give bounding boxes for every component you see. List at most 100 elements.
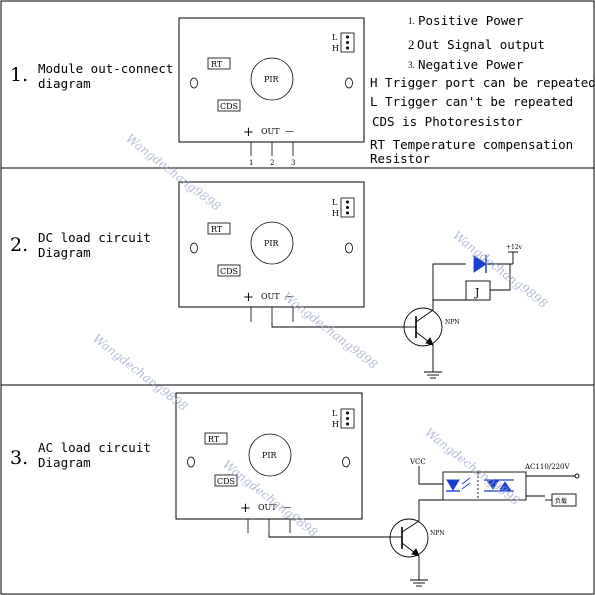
jumper-pin bbox=[346, 417, 349, 420]
pin-out-label: OUT bbox=[258, 503, 277, 512]
supply-label: +12v bbox=[506, 244, 523, 251]
collector-wire bbox=[432, 299, 478, 310]
jumper-block bbox=[340, 408, 355, 429]
vcc-wire bbox=[418, 466, 443, 485]
jumper-pin bbox=[346, 422, 349, 426]
transistor-collector bbox=[401, 520, 420, 533]
section-3-number: 3. bbox=[10, 447, 28, 469]
section-1-title-line2: diagram bbox=[38, 76, 91, 91]
pin-plus-label: + bbox=[243, 290, 254, 305]
base-wire bbox=[268, 533, 393, 538]
jumper-pin bbox=[346, 211, 349, 215]
jumper-pin bbox=[346, 411, 349, 415]
mount-hole-left bbox=[187, 456, 195, 468]
section-1-number: 1. bbox=[10, 64, 28, 86]
jumper-pin bbox=[346, 200, 349, 204]
jumper-pin bbox=[346, 35, 349, 39]
legend-rt-line1: RT Temperature compensation bbox=[370, 137, 573, 152]
pir-label: PIR bbox=[262, 451, 278, 460]
ac-terminal bbox=[574, 473, 580, 479]
module-outline bbox=[178, 17, 365, 143]
section-1: 1. Module out-connect diagram RT CDS PIR… bbox=[10, 13, 595, 167]
cds-label: CDS bbox=[217, 477, 235, 486]
watermark: Wangdechang9898 bbox=[280, 289, 380, 372]
pin-minus-label: — bbox=[285, 127, 294, 137]
legend-2-number: 2 bbox=[408, 37, 415, 52]
legend-l-trigger: L Trigger can't be repeated bbox=[370, 94, 573, 109]
jumper-pin bbox=[346, 46, 349, 50]
pir-sensor bbox=[250, 221, 294, 265]
relay-coil bbox=[465, 280, 491, 301]
emitter-arrow bbox=[425, 337, 434, 346]
flyback-diode bbox=[473, 255, 487, 273]
jumper-pin bbox=[346, 206, 349, 209]
section-2-title-line1: DC load circuit bbox=[38, 230, 151, 245]
rt-label: RT bbox=[211, 225, 223, 234]
emitter-arrow bbox=[411, 548, 420, 557]
pir-sensor bbox=[248, 433, 292, 477]
cds-label: CDS bbox=[220, 102, 238, 111]
npn-transistor bbox=[389, 518, 429, 558]
cds-box bbox=[217, 264, 241, 277]
watermark: Wangdechang9898 bbox=[450, 228, 550, 311]
load-label: 负载 bbox=[555, 497, 567, 505]
legend-3-number: 3. bbox=[408, 60, 415, 70]
mount-hole-right bbox=[345, 242, 353, 254]
cds-box bbox=[217, 99, 241, 112]
legend-1-number: 1. bbox=[408, 16, 415, 26]
base-wire bbox=[271, 322, 408, 328]
npn-transistor bbox=[403, 307, 443, 347]
watermark: Wangdechang9898 bbox=[422, 425, 522, 508]
jumper-l-label: L bbox=[332, 409, 338, 418]
rt-box bbox=[204, 432, 228, 445]
rt-label: RT bbox=[211, 60, 223, 69]
section-2-title-line2: Diagram bbox=[38, 245, 91, 260]
legend-2-text: Out Signal output bbox=[417, 37, 545, 52]
pin-3-number: 3 bbox=[291, 159, 295, 167]
cds-label: CDS bbox=[220, 267, 238, 276]
npn-label: NPN bbox=[430, 530, 445, 537]
diode-left-wire bbox=[432, 263, 466, 300]
led-emitter bbox=[446, 479, 460, 491]
collector-wire bbox=[418, 499, 443, 521]
module-board-1: RT CDS PIR L H + OUT — 1 2 3 bbox=[178, 17, 365, 167]
pin-out-label: OUT bbox=[261, 292, 280, 301]
section-3-title-line2: Diagram bbox=[38, 455, 91, 470]
watermark: Wangdechang9898 bbox=[123, 131, 223, 214]
jumper-pin bbox=[346, 41, 349, 44]
jumper-block bbox=[340, 197, 355, 218]
pin-1-number: 1 bbox=[249, 159, 253, 167]
pin-plus-label: + bbox=[240, 501, 251, 516]
transistor-collector bbox=[415, 309, 434, 323]
jumper-h-label: H bbox=[332, 209, 339, 218]
pir-label: PIR bbox=[264, 239, 280, 248]
jumper-l-label: L bbox=[332, 198, 338, 207]
mount-hole-left bbox=[190, 242, 198, 254]
relay-label: J bbox=[474, 286, 479, 299]
rt-box bbox=[207, 222, 231, 235]
dc-load-circuit bbox=[271, 251, 518, 379]
pin-2-number: 2 bbox=[270, 159, 274, 167]
ac-voltage-label: AC110/220V bbox=[524, 463, 570, 471]
optocoupler bbox=[442, 471, 527, 501]
pin-minus-label: — bbox=[282, 503, 291, 513]
jumper-l-label: L bbox=[332, 33, 338, 42]
ac-load-circuit bbox=[268, 466, 580, 587]
legend-1-text: Positive Power bbox=[418, 13, 524, 28]
light-arrow bbox=[461, 482, 471, 490]
jumper-h-label: H bbox=[332, 420, 339, 429]
legend: 1. Positive Power 2 Out Signal output 3.… bbox=[370, 13, 595, 166]
jumper-h-label: H bbox=[332, 44, 339, 53]
pin-minus-label: — bbox=[285, 292, 294, 302]
pir-label: PIR bbox=[264, 75, 280, 84]
pin-plus-label: + bbox=[243, 125, 254, 140]
light-arrow bbox=[461, 477, 471, 485]
mount-hole-right bbox=[342, 456, 350, 468]
mount-hole-left bbox=[190, 77, 198, 89]
npn-label: NPN bbox=[445, 319, 460, 326]
cds-box bbox=[214, 474, 238, 487]
watermarks: Wangdechang9898 Wangdechang9898 Wangdech… bbox=[90, 131, 550, 540]
pir-sensor bbox=[250, 57, 294, 101]
